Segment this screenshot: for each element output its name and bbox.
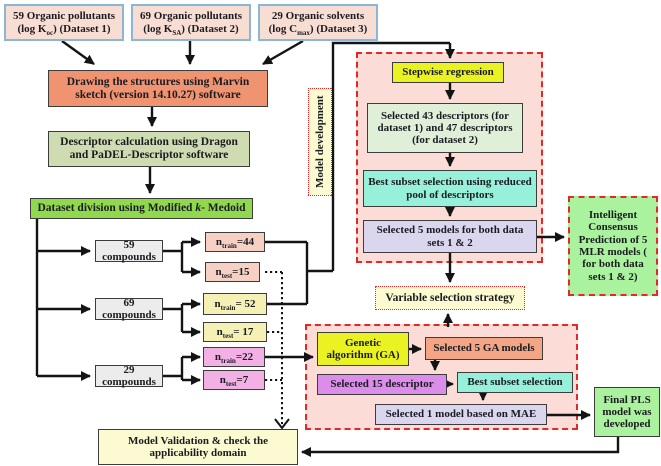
dataset-1-text: 59 Organic pollutants (log Koc) (Dataset…: [12, 10, 116, 37]
dataset-division-box: Dataset division using Modified k- Medoi…: [30, 198, 253, 219]
test-sub: test: [225, 380, 237, 389]
selected-5-models-box: Selected 5 models for both data sets 1 &…: [363, 220, 537, 253]
ntest-7-text: ntest=7: [219, 373, 249, 389]
intelligent-consensus-text: Intelligent Consensus Prediction of 5 ML…: [578, 209, 648, 283]
best-subset-reduced-text: Best subset selection using reduced pool…: [368, 176, 532, 201]
model-validation-text: Model Validation & check the applicabili…: [128, 434, 268, 459]
dataset-2-box: 69 Organic pollutants (log KSA) (Dataset…: [131, 4, 251, 41]
ntest-7-box: ntest=7: [203, 370, 265, 390]
selected-ga-models-box: Selected 5 GA models: [425, 337, 543, 360]
n-symbol: n: [215, 265, 222, 278]
dataset-3-pre: (log C: [268, 22, 298, 35]
ntrain-44-text: ntrain=44: [215, 235, 255, 251]
final-pls-text: Final PLS model was developed: [602, 393, 652, 431]
dataset-3-box: 29 Organic solvents (log Cmax) (Dataset …: [258, 4, 378, 41]
selected-1-model-mae-text: Selected 1 model based on MAE: [385, 408, 537, 421]
selected-15-descriptor-text: Selected 15 descriptor: [330, 378, 434, 391]
compounds-69-text: 69 compounds: [102, 296, 156, 321]
stepwise-regression-box: Stepwise regression: [392, 62, 504, 83]
genetic-algorithm-text: Genetic algorithm (GA): [326, 336, 400, 361]
train-sub: train: [221, 357, 236, 366]
ntest-15-text: ntest=15: [215, 265, 250, 281]
compounds-29-text: 29 compounds: [102, 363, 156, 388]
genetic-algorithm-box: Genetic algorithm (GA): [317, 332, 409, 366]
dataset-3-post: ) (Dataset 3): [309, 22, 368, 35]
n-symbol: n: [215, 235, 223, 248]
dataset-2-pre: (log K: [143, 22, 173, 35]
dataset-division-text: Dataset division using Modified k- Medoi…: [38, 202, 246, 215]
train-val: =22: [235, 350, 254, 363]
train-sub: train: [222, 242, 237, 251]
final-pls-box: Final PLS model was developed: [594, 387, 660, 437]
best-subset-selection-text: Best subset selection: [467, 376, 563, 389]
model-development-label: Model development: [308, 88, 332, 196]
ntest-17-box: ntest= 17: [203, 322, 267, 342]
test-sub: test: [222, 332, 234, 341]
n-symbol: n: [214, 350, 222, 363]
ntest-17-text: ntest= 17: [216, 325, 254, 341]
n-symbol: n: [216, 325, 223, 338]
test-val: =15: [232, 265, 250, 278]
dataset-2-sub: SA: [172, 28, 182, 37]
dataset-3-sub: max: [297, 28, 310, 37]
n-symbol: n: [219, 373, 226, 386]
train-val: = 52: [235, 297, 256, 310]
ntrain-52-text: ntrain= 52: [214, 297, 256, 313]
ntrain-44-box: ntrain=44: [205, 232, 265, 252]
ntrain-22-box: ntrain=22: [203, 347, 265, 367]
selected-descriptors-box: Selected 43 descriptors (for dataset 1) …: [367, 103, 523, 153]
dataset-1-pre: (log K: [17, 22, 47, 35]
compounds-59-text: 59 compounds: [102, 238, 156, 263]
dataset-2-text: 69 Organic pollutants (log KSA) (Dataset…: [139, 10, 243, 37]
model-validation-box: Model Validation & check the applicabili…: [98, 429, 298, 465]
descriptor-calculation-text: Descriptor calculation using Dragon and …: [60, 136, 238, 161]
n-symbol: n: [214, 297, 221, 310]
variable-selection-text: Variable selection strategy: [385, 291, 515, 304]
marvin-sketch-box: Drawing the structures using Marvin sket…: [48, 70, 268, 107]
best-subset-selection-box: Best subset selection: [457, 372, 573, 393]
model-development-text: Model development: [313, 95, 326, 189]
dataset-2-post: ) (Dataset 2): [181, 22, 239, 35]
division-k-italic: k: [195, 202, 202, 215]
selected-1-model-mae-box: Selected 1 model based on MAE: [375, 404, 547, 425]
train-sub: train: [220, 304, 236, 313]
ntrain-52-box: ntrain= 52: [203, 293, 267, 315]
selected-5-models-text: Selected 5 models for both data sets 1 &…: [376, 224, 524, 249]
selected-ga-models-text: Selected 5 GA models: [433, 342, 535, 355]
dataset-1-line1: 59 Organic pollutants: [12, 10, 116, 23]
dataset-3-text: 29 Organic solvents (log Cmax) (Dataset …: [268, 10, 368, 37]
selected-descriptors-text: Selected 43 descriptors (for dataset 1) …: [377, 109, 513, 147]
train-val: =44: [236, 235, 255, 248]
test-val: =7: [236, 373, 249, 386]
compounds-59-box: 59 compounds: [95, 238, 163, 263]
descriptor-calculation-box: Descriptor calculation using Dragon and …: [48, 131, 250, 167]
dataset-2-line1: 69 Organic pollutants: [139, 10, 243, 23]
marvin-sketch-text: Drawing the structures using Marvin sket…: [66, 75, 250, 101]
intelligent-consensus-box: Intelligent Consensus Prediction of 5 ML…: [568, 196, 658, 296]
test-sub: test: [221, 272, 233, 281]
compounds-69-box: 69 compounds: [95, 296, 163, 321]
division-post: - Medoid: [201, 202, 246, 215]
variable-selection-box: Variable selection strategy: [375, 286, 525, 310]
compounds-29-box: 29 compounds: [95, 363, 163, 388]
dataset-3-line1: 29 Organic solvents: [271, 10, 365, 23]
open-arrowhead-icon: [274, 418, 290, 430]
dataset-1-sub: oc: [46, 28, 54, 37]
division-pre: Dataset division using Modified: [37, 202, 196, 215]
dataset-1-post: ) (Dataset 1): [53, 22, 111, 35]
stepwise-regression-text: Stepwise regression: [402, 66, 494, 79]
test-val: = 17: [233, 325, 254, 338]
dataset-1-box: 59 Organic pollutants (log Koc) (Dataset…: [4, 4, 124, 41]
best-subset-reduced-box: Best subset selection using reduced pool…: [363, 170, 537, 207]
selected-15-descriptor-box: Selected 15 descriptor: [317, 374, 447, 395]
ntrain-22-text: ntrain=22: [214, 350, 254, 366]
ntest-15-box: ntest=15: [205, 262, 260, 282]
